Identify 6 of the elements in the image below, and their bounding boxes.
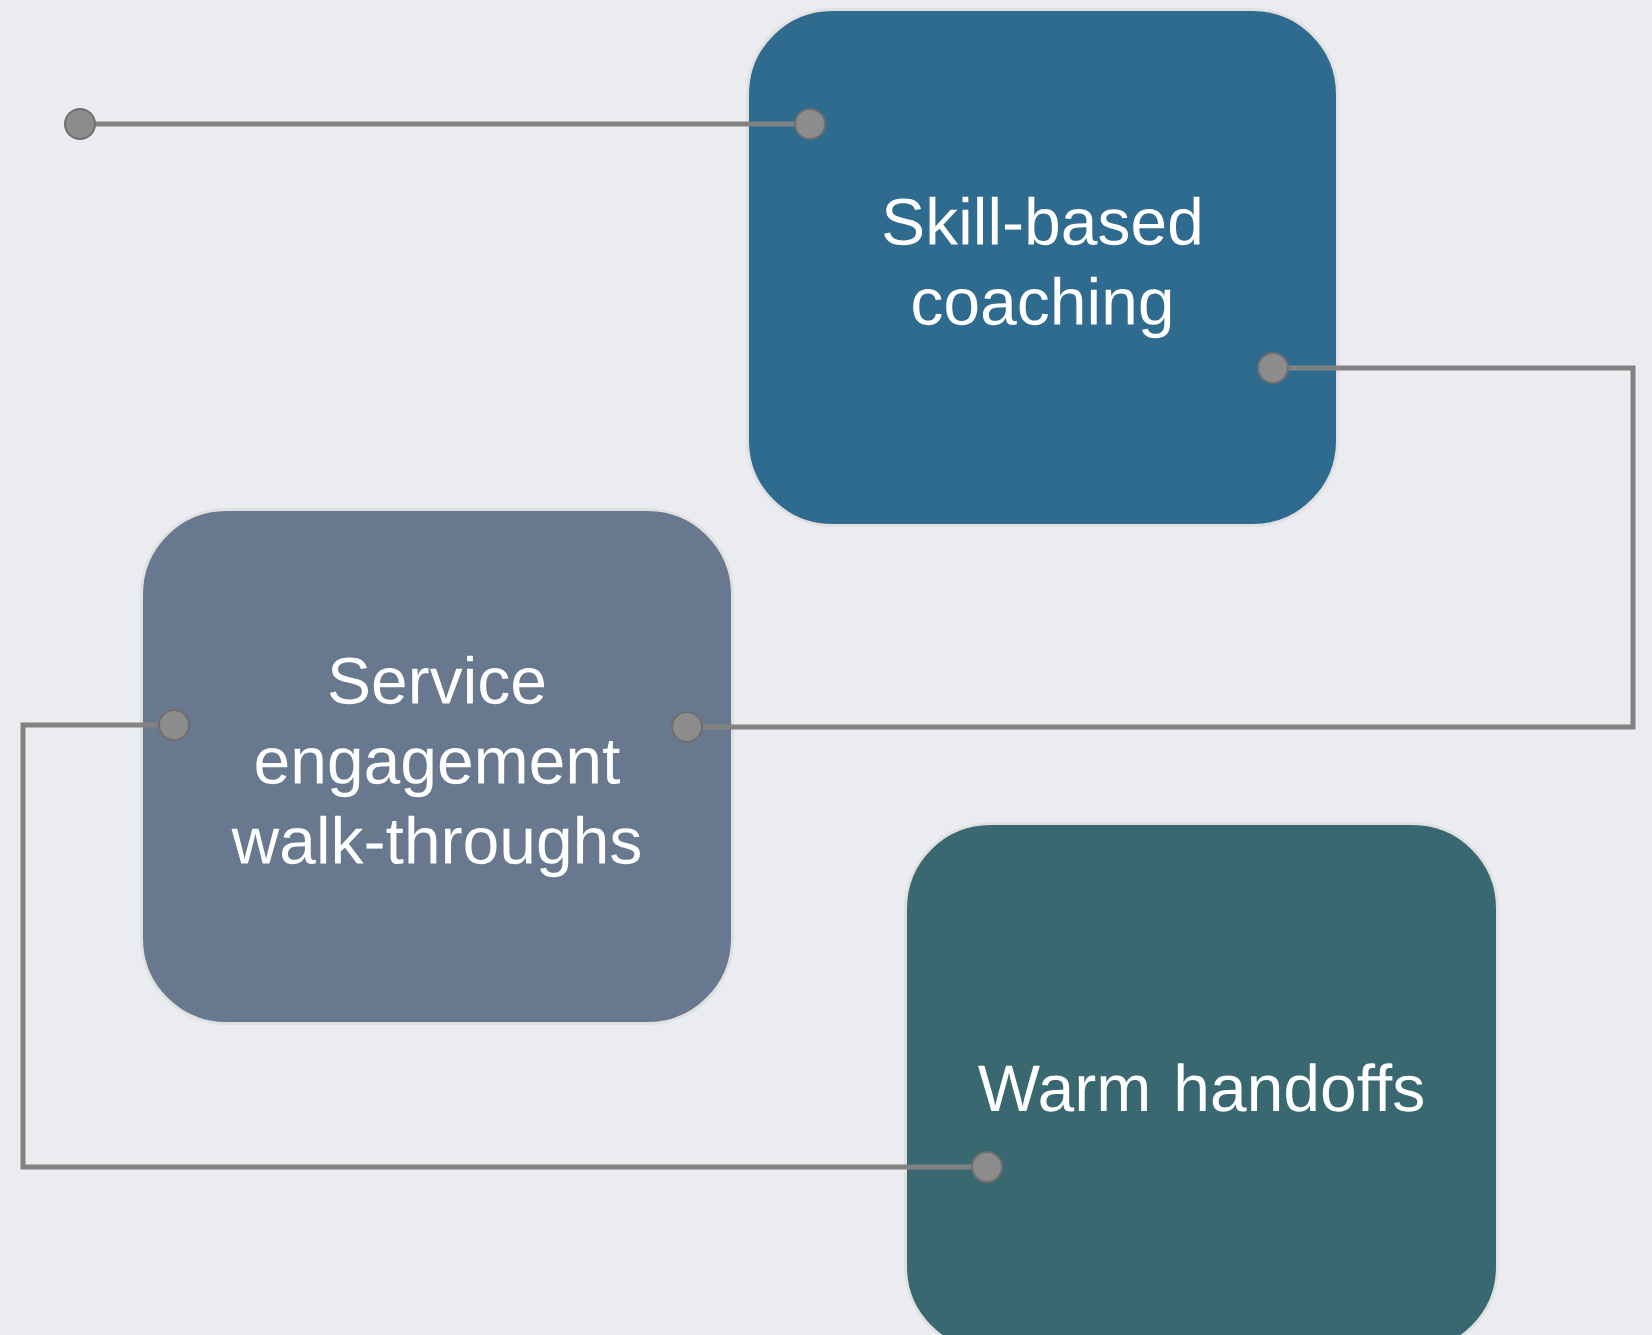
- rounded-box: Service engagement walk-throughs: [140, 508, 734, 1025]
- rounded-box: Warm handoffs: [904, 822, 1499, 1335]
- connector: [64, 108, 826, 140]
- connector: [671, 352, 1636, 743]
- rounded-box: Skill-based coaching: [746, 8, 1339, 527]
- connector: [20, 709, 1003, 1183]
